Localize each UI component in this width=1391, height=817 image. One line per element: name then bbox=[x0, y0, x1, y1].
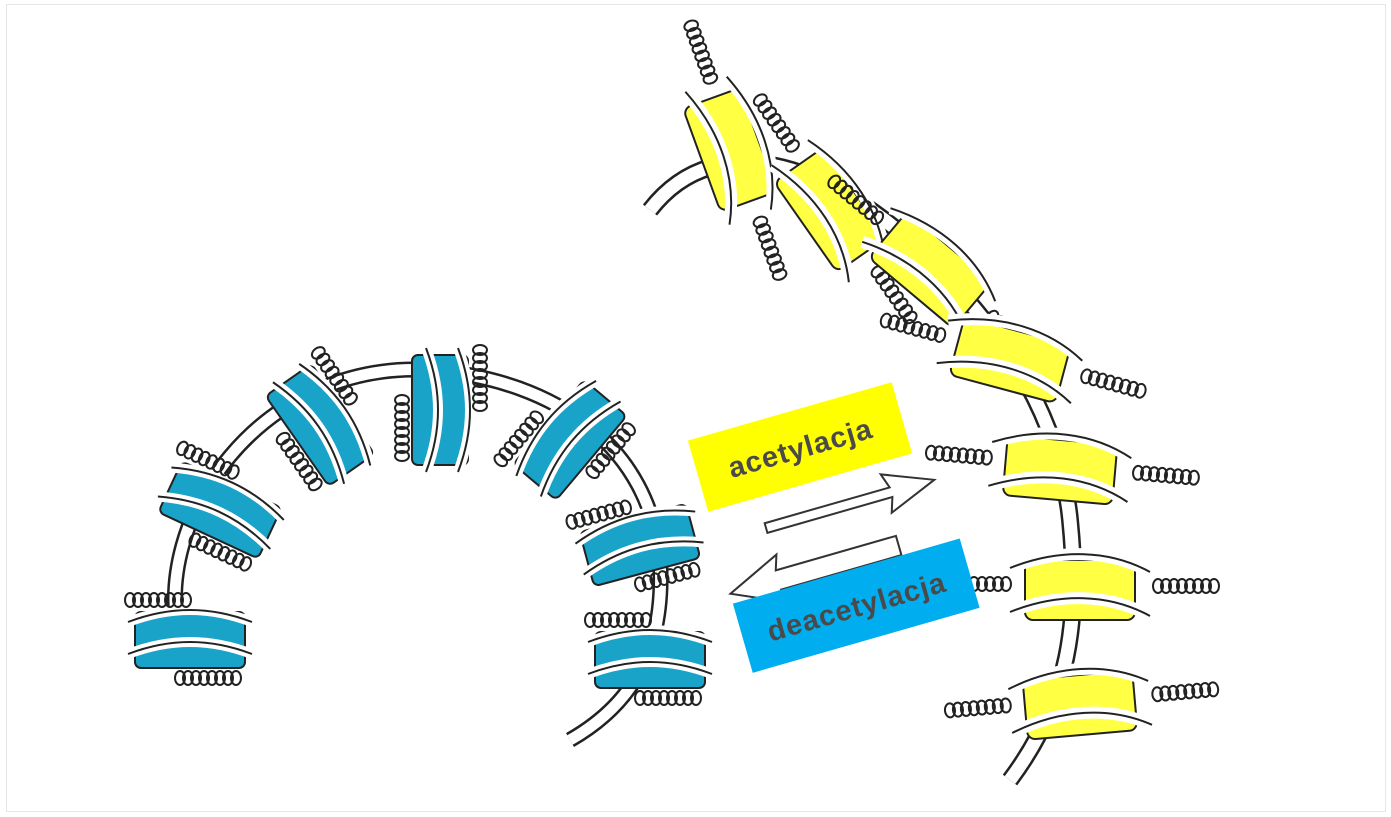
open-chromatin bbox=[650, 11, 1221, 780]
condensed-chromatin bbox=[125, 345, 712, 740]
